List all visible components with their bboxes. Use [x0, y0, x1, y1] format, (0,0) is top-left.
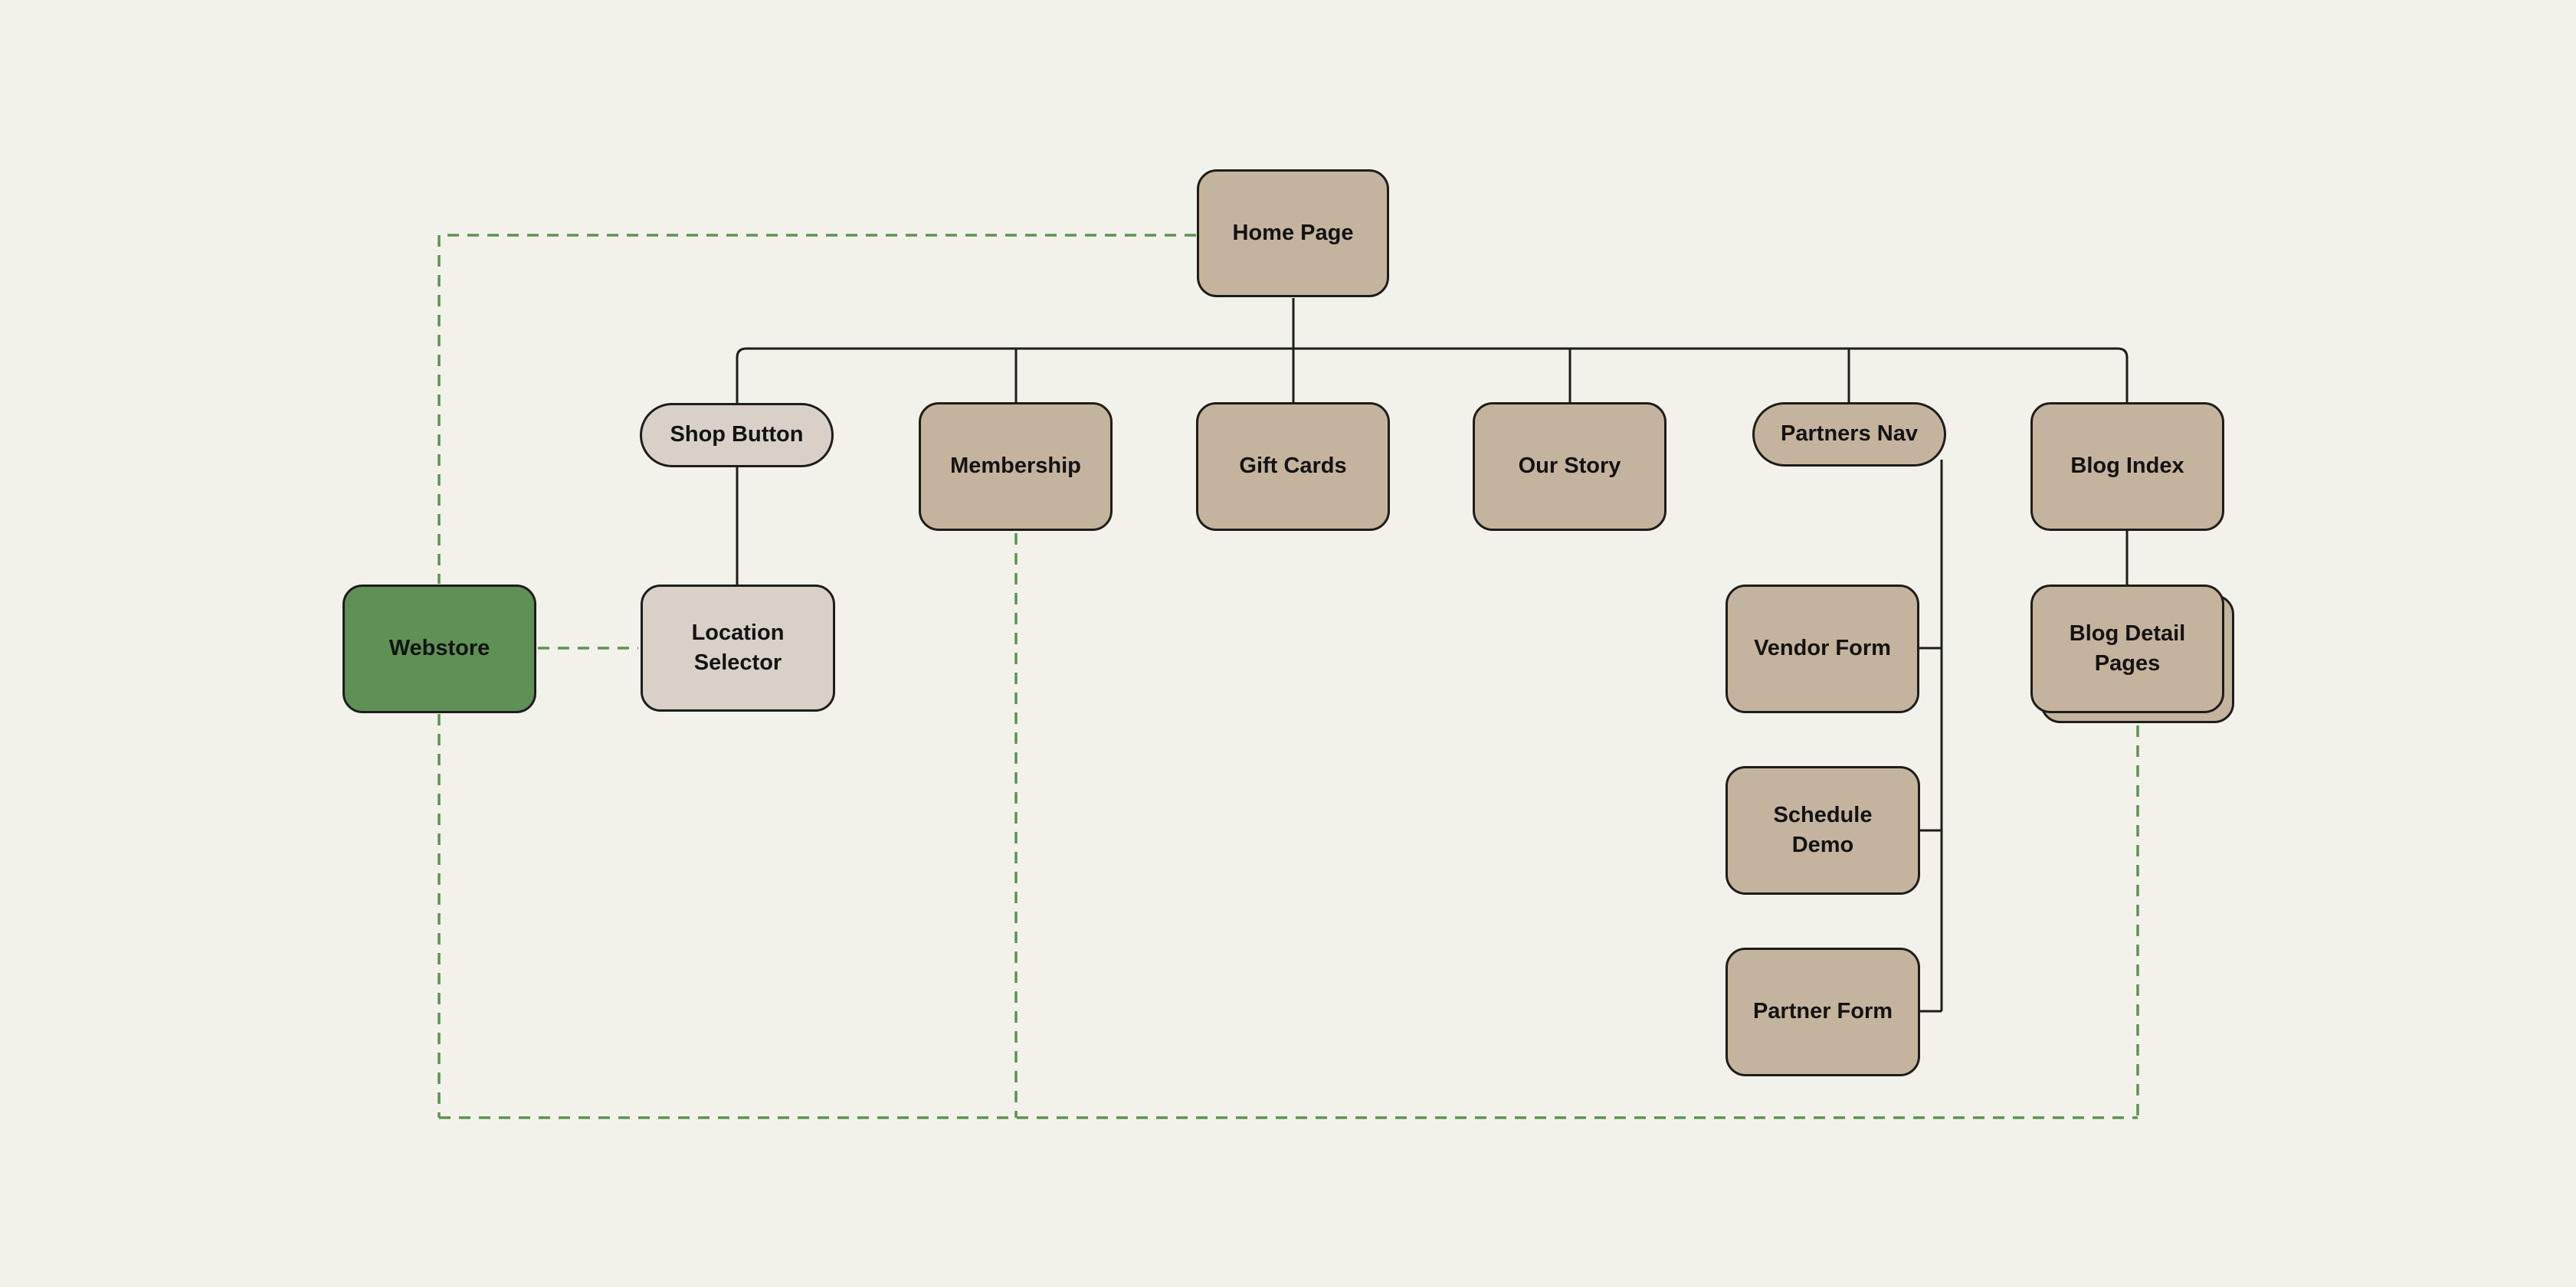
node-shop-button[interactable]: Shop Button — [640, 403, 834, 467]
node-location-selector[interactable]: Location Selector — [641, 585, 835, 712]
node-label: Partner Form — [1752, 999, 1893, 1024]
node-blog-detail-pages[interactable]: Blog Detail Pages — [2030, 585, 2224, 713]
node-our-story[interactable]: Our Story — [1473, 402, 1667, 531]
node-label: Partners Nav — [1781, 421, 1918, 447]
node-partner-form[interactable]: Partner Form — [1726, 948, 1920, 1076]
node-webstore[interactable]: Webstore — [342, 585, 536, 713]
node-blog-index[interactable]: Blog Index — [2030, 402, 2224, 531]
node-membership[interactable]: Membership — [919, 402, 1113, 531]
node-label: Shop Button — [670, 422, 804, 447]
node-label: Webstore — [388, 636, 490, 661]
node-label: Blog Index — [2070, 454, 2184, 479]
node-home-page[interactable]: Home Page — [1197, 169, 1389, 297]
edge-bus — [736, 347, 2129, 404]
node-label: Blog Detail Pages — [2069, 621, 2186, 676]
node-label: Membership — [950, 454, 1081, 479]
node-gift-cards[interactable]: Gift Cards — [1196, 402, 1390, 531]
node-partners-nav[interactable]: Partners Nav — [1752, 402, 1946, 467]
node-label: Our Story — [1518, 454, 1621, 479]
node-label: Home Page — [1232, 220, 1354, 245]
node-label: Vendor Form — [1754, 636, 1891, 661]
node-vendor-form[interactable]: Vendor Form — [1726, 585, 1919, 713]
node-schedule-demo[interactable]: Schedule Demo — [1726, 766, 1920, 895]
node-label: Schedule Demo — [1773, 802, 1873, 857]
node-label: Location Selector — [691, 620, 785, 675]
node-label: Gift Cards — [1239, 454, 1347, 479]
